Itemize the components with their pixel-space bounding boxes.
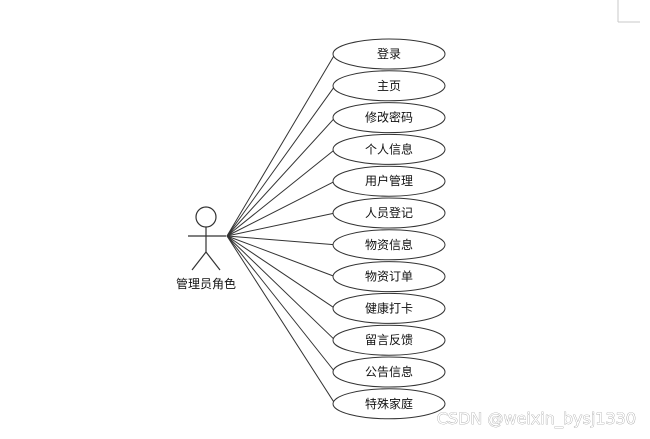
use-case-label: 主页 — [377, 79, 401, 93]
use-case-ellipse — [332, 261, 446, 293]
association-line — [226, 117, 336, 237]
association-line — [226, 235, 336, 309]
actor-head — [195, 206, 217, 228]
use-case: 登录 — [332, 38, 446, 70]
association-line — [226, 235, 336, 278]
association-line — [226, 235, 336, 246]
use-case: 健康打卡 — [332, 292, 446, 324]
use-case-label: 物资订单 — [365, 270, 413, 284]
association-line — [226, 235, 336, 373]
page-corner-mark — [617, 0, 640, 23]
use-case-ellipse — [332, 197, 446, 229]
use-case-label: 健康打卡 — [365, 300, 413, 315]
use-case-ellipse — [332, 324, 446, 356]
association-line — [226, 180, 336, 237]
use-case-ellipse — [332, 388, 446, 420]
use-case: 物资信息 — [332, 229, 446, 261]
use-case: 个人信息 — [332, 133, 446, 165]
use-case-ellipse — [332, 70, 446, 102]
use-case-ellipse — [332, 229, 446, 261]
use-case: 用户管理 — [332, 165, 446, 197]
use-case-ellipse — [332, 356, 446, 388]
use-case: 主页 — [332, 70, 446, 102]
use-case: 人员登记 — [332, 197, 446, 229]
use-case-label: 个人信息 — [365, 141, 413, 156]
use-case: 特殊家庭 — [332, 388, 446, 420]
use-case-label: 公告信息 — [365, 364, 413, 379]
actor-label: 管理员角色 — [176, 276, 236, 291]
use-case: 修改密码 — [332, 102, 446, 134]
use-case-ellipse — [332, 165, 446, 197]
association-line — [226, 149, 336, 237]
use-case-ellipse — [332, 292, 446, 324]
association-lines — [226, 53, 336, 405]
actor-figure — [188, 206, 226, 271]
use-case-label: 留言反馈 — [365, 333, 413, 347]
watermark: CSDN @weixin_bysj1330 — [437, 409, 636, 429]
association-line — [226, 85, 336, 237]
actor-right-leg — [205, 251, 221, 271]
use-case-label: 特殊家庭 — [365, 396, 413, 411]
use-case-label: 用户管理 — [365, 173, 413, 188]
use-case-label: 物资信息 — [365, 237, 413, 252]
association-line — [226, 53, 336, 237]
use-case-ellipse — [332, 38, 446, 70]
association-line — [226, 235, 336, 405]
association-line — [226, 235, 336, 341]
use-case-label: 登录 — [377, 46, 401, 61]
association-line — [226, 212, 336, 237]
use-case-list: 登录主页修改密码个人信息用户管理人员登记物资信息物资订单健康打卡留言反馈公告信息… — [332, 38, 446, 420]
use-case: 物资订单 — [332, 261, 446, 293]
use-case-ellipse — [332, 102, 446, 134]
use-case: 公告信息 — [332, 356, 446, 388]
actor-left-leg — [191, 251, 207, 271]
use-case-label: 修改密码 — [365, 110, 413, 125]
use-case: 留言反馈 — [332, 324, 446, 356]
use-case-ellipse — [332, 133, 446, 165]
use-case-label: 人员登记 — [365, 205, 413, 220]
